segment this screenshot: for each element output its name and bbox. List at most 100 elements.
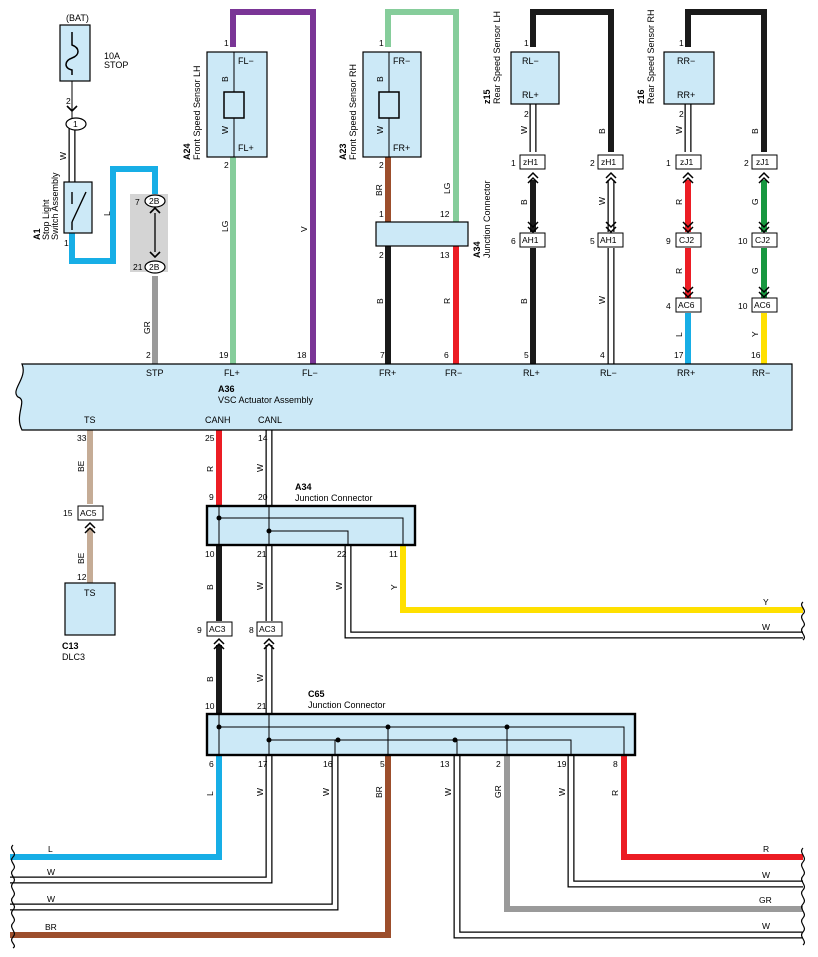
pin-label: 1 xyxy=(379,209,384,219)
pin-label: 11 xyxy=(389,549,398,559)
junction-connector-a34-top: 1 12 2 13 A34 Junction Connector B R 7 6 xyxy=(375,180,492,360)
a1-name-line1: Stop Light xyxy=(41,199,51,240)
pin-label: 8 xyxy=(613,759,618,769)
wire-code: Y xyxy=(763,597,769,607)
pin-label: 16 xyxy=(323,759,333,769)
wire-l-switch-2b xyxy=(69,166,158,264)
pin-label: 9 xyxy=(666,236,671,246)
wire-code: W xyxy=(519,126,529,134)
chevron-down-icon xyxy=(66,105,78,113)
wire-code: W xyxy=(557,788,567,796)
wire-code: W xyxy=(220,126,230,134)
pin-label: 7 xyxy=(380,350,385,360)
pin-label: 2 xyxy=(744,158,749,168)
chevron-up-icon xyxy=(84,521,96,534)
wire-code: W xyxy=(443,788,453,796)
pin-label: 12 xyxy=(440,209,450,219)
pin-label: 21 xyxy=(257,701,267,711)
wire-code: GR xyxy=(493,785,503,798)
wire-code: W xyxy=(762,622,770,632)
wire-code: W xyxy=(597,296,607,304)
wire-code: W xyxy=(597,197,607,205)
a34-mid-code: A34 xyxy=(295,482,312,492)
terminal-fr-plus: FR+ xyxy=(379,368,396,378)
c65-code: C65 xyxy=(308,689,325,699)
pin-label: 2 xyxy=(66,96,71,106)
wire-code: B xyxy=(519,199,529,205)
pin-label: 19 xyxy=(219,350,229,360)
rear-speed-sensor-rh: 1 RR− RR+ 2 z16 Rear Speed Sensor RH W B… xyxy=(636,9,778,360)
terminal-rr-minus: RR− xyxy=(677,56,695,66)
dlc3-circuit: 33 BE 15 AC5 BE 12 TS C13 DLC3 xyxy=(62,433,116,662)
chevron-down-icon xyxy=(149,251,161,259)
pin-label: 5 xyxy=(380,759,385,769)
pin-label: 2 xyxy=(379,160,384,170)
z16-code: z16 xyxy=(636,89,646,104)
bat-label: (BAT) xyxy=(66,13,89,23)
chevron-down-icon xyxy=(527,221,539,234)
can-lines: 25 14 R W 9 20 xyxy=(205,433,268,502)
connector-2b: 7 2B 21 2B GR 2 xyxy=(130,194,168,360)
pin-label: 25 xyxy=(205,433,215,443)
pin-label: 10 xyxy=(738,236,748,246)
wire-code: LG xyxy=(220,221,230,232)
pin-label: 21 xyxy=(133,262,143,272)
chevron-up-icon xyxy=(149,206,161,214)
rear-speed-sensor-lh: 1 RL− RL+ 2 z15 Rear Speed Sensor LH W B… xyxy=(482,11,624,360)
connector-zh1: zH1 xyxy=(523,157,538,167)
pin-label: 5 xyxy=(524,350,529,360)
terminal-rr-plus: RR+ xyxy=(677,368,695,378)
wire-code: V xyxy=(299,226,309,232)
a24-name: Front Speed Sensor LH xyxy=(192,65,202,160)
wire-code: W xyxy=(321,788,331,796)
z15-code: z15 xyxy=(482,89,492,104)
pin-label: 8 xyxy=(249,625,254,635)
wire-code: G xyxy=(750,267,760,274)
front-speed-sensor-rh: 1 FR− FR+ B W 2 A23 Front Speed Sensor R… xyxy=(338,38,452,196)
wire-w-c65-16-edge xyxy=(10,755,339,911)
a36-code: A36 xyxy=(218,384,235,394)
break-mark-left xyxy=(10,844,16,949)
wire-code: BR xyxy=(374,184,384,196)
a34-top-code: A34 xyxy=(472,241,482,258)
connector-ac5: AC5 xyxy=(80,508,97,518)
terminal-fr-minus: FR− xyxy=(393,56,410,66)
wire-code: R xyxy=(674,199,684,205)
chevron-up-icon xyxy=(605,171,617,184)
chevron-down-icon xyxy=(682,221,694,234)
connector-1: 1 xyxy=(73,119,78,129)
wire-br-c65-out xyxy=(10,755,391,938)
pin-label: 18 xyxy=(297,350,307,360)
z16-name: Rear Speed Sensor RH xyxy=(646,9,656,104)
pin-label: 17 xyxy=(674,350,684,360)
a23-name: Front Speed Sensor RH xyxy=(348,64,358,160)
pin-label: 2 xyxy=(224,160,229,170)
wire-code: L xyxy=(674,332,684,337)
terminal-rl-minus: RL− xyxy=(522,56,539,66)
pin-label: 10 xyxy=(205,701,215,711)
chevron-up-icon xyxy=(263,637,275,650)
wire-code: W xyxy=(255,464,265,472)
wire-code: GR xyxy=(142,321,152,334)
connector-ah1: AH1 xyxy=(600,235,617,245)
wire-code: W xyxy=(47,894,55,904)
terminal-stp: STP xyxy=(146,368,164,378)
c65-name: Junction Connector xyxy=(308,700,386,710)
wire-code: BE xyxy=(76,460,86,472)
pin-label: 4 xyxy=(600,350,605,360)
pin-label: 6 xyxy=(209,759,214,769)
wire-code: B xyxy=(750,128,760,134)
terminal-fl-plus: FL+ xyxy=(238,143,254,153)
pin-label: 9 xyxy=(197,625,202,635)
pin-label: 1 xyxy=(679,38,684,48)
connector-zj1: zJ1 xyxy=(756,157,770,167)
connector-ac6: AC6 xyxy=(754,300,771,310)
wire-code: B xyxy=(519,298,529,304)
pin-label: 13 xyxy=(440,759,450,769)
wires-bottom xyxy=(10,430,803,939)
chevron-up-icon xyxy=(527,171,539,184)
wire-code: L xyxy=(48,844,53,854)
a36-name: VSC Actuator Assembly xyxy=(218,395,314,405)
connector-ah1: AH1 xyxy=(522,235,539,245)
